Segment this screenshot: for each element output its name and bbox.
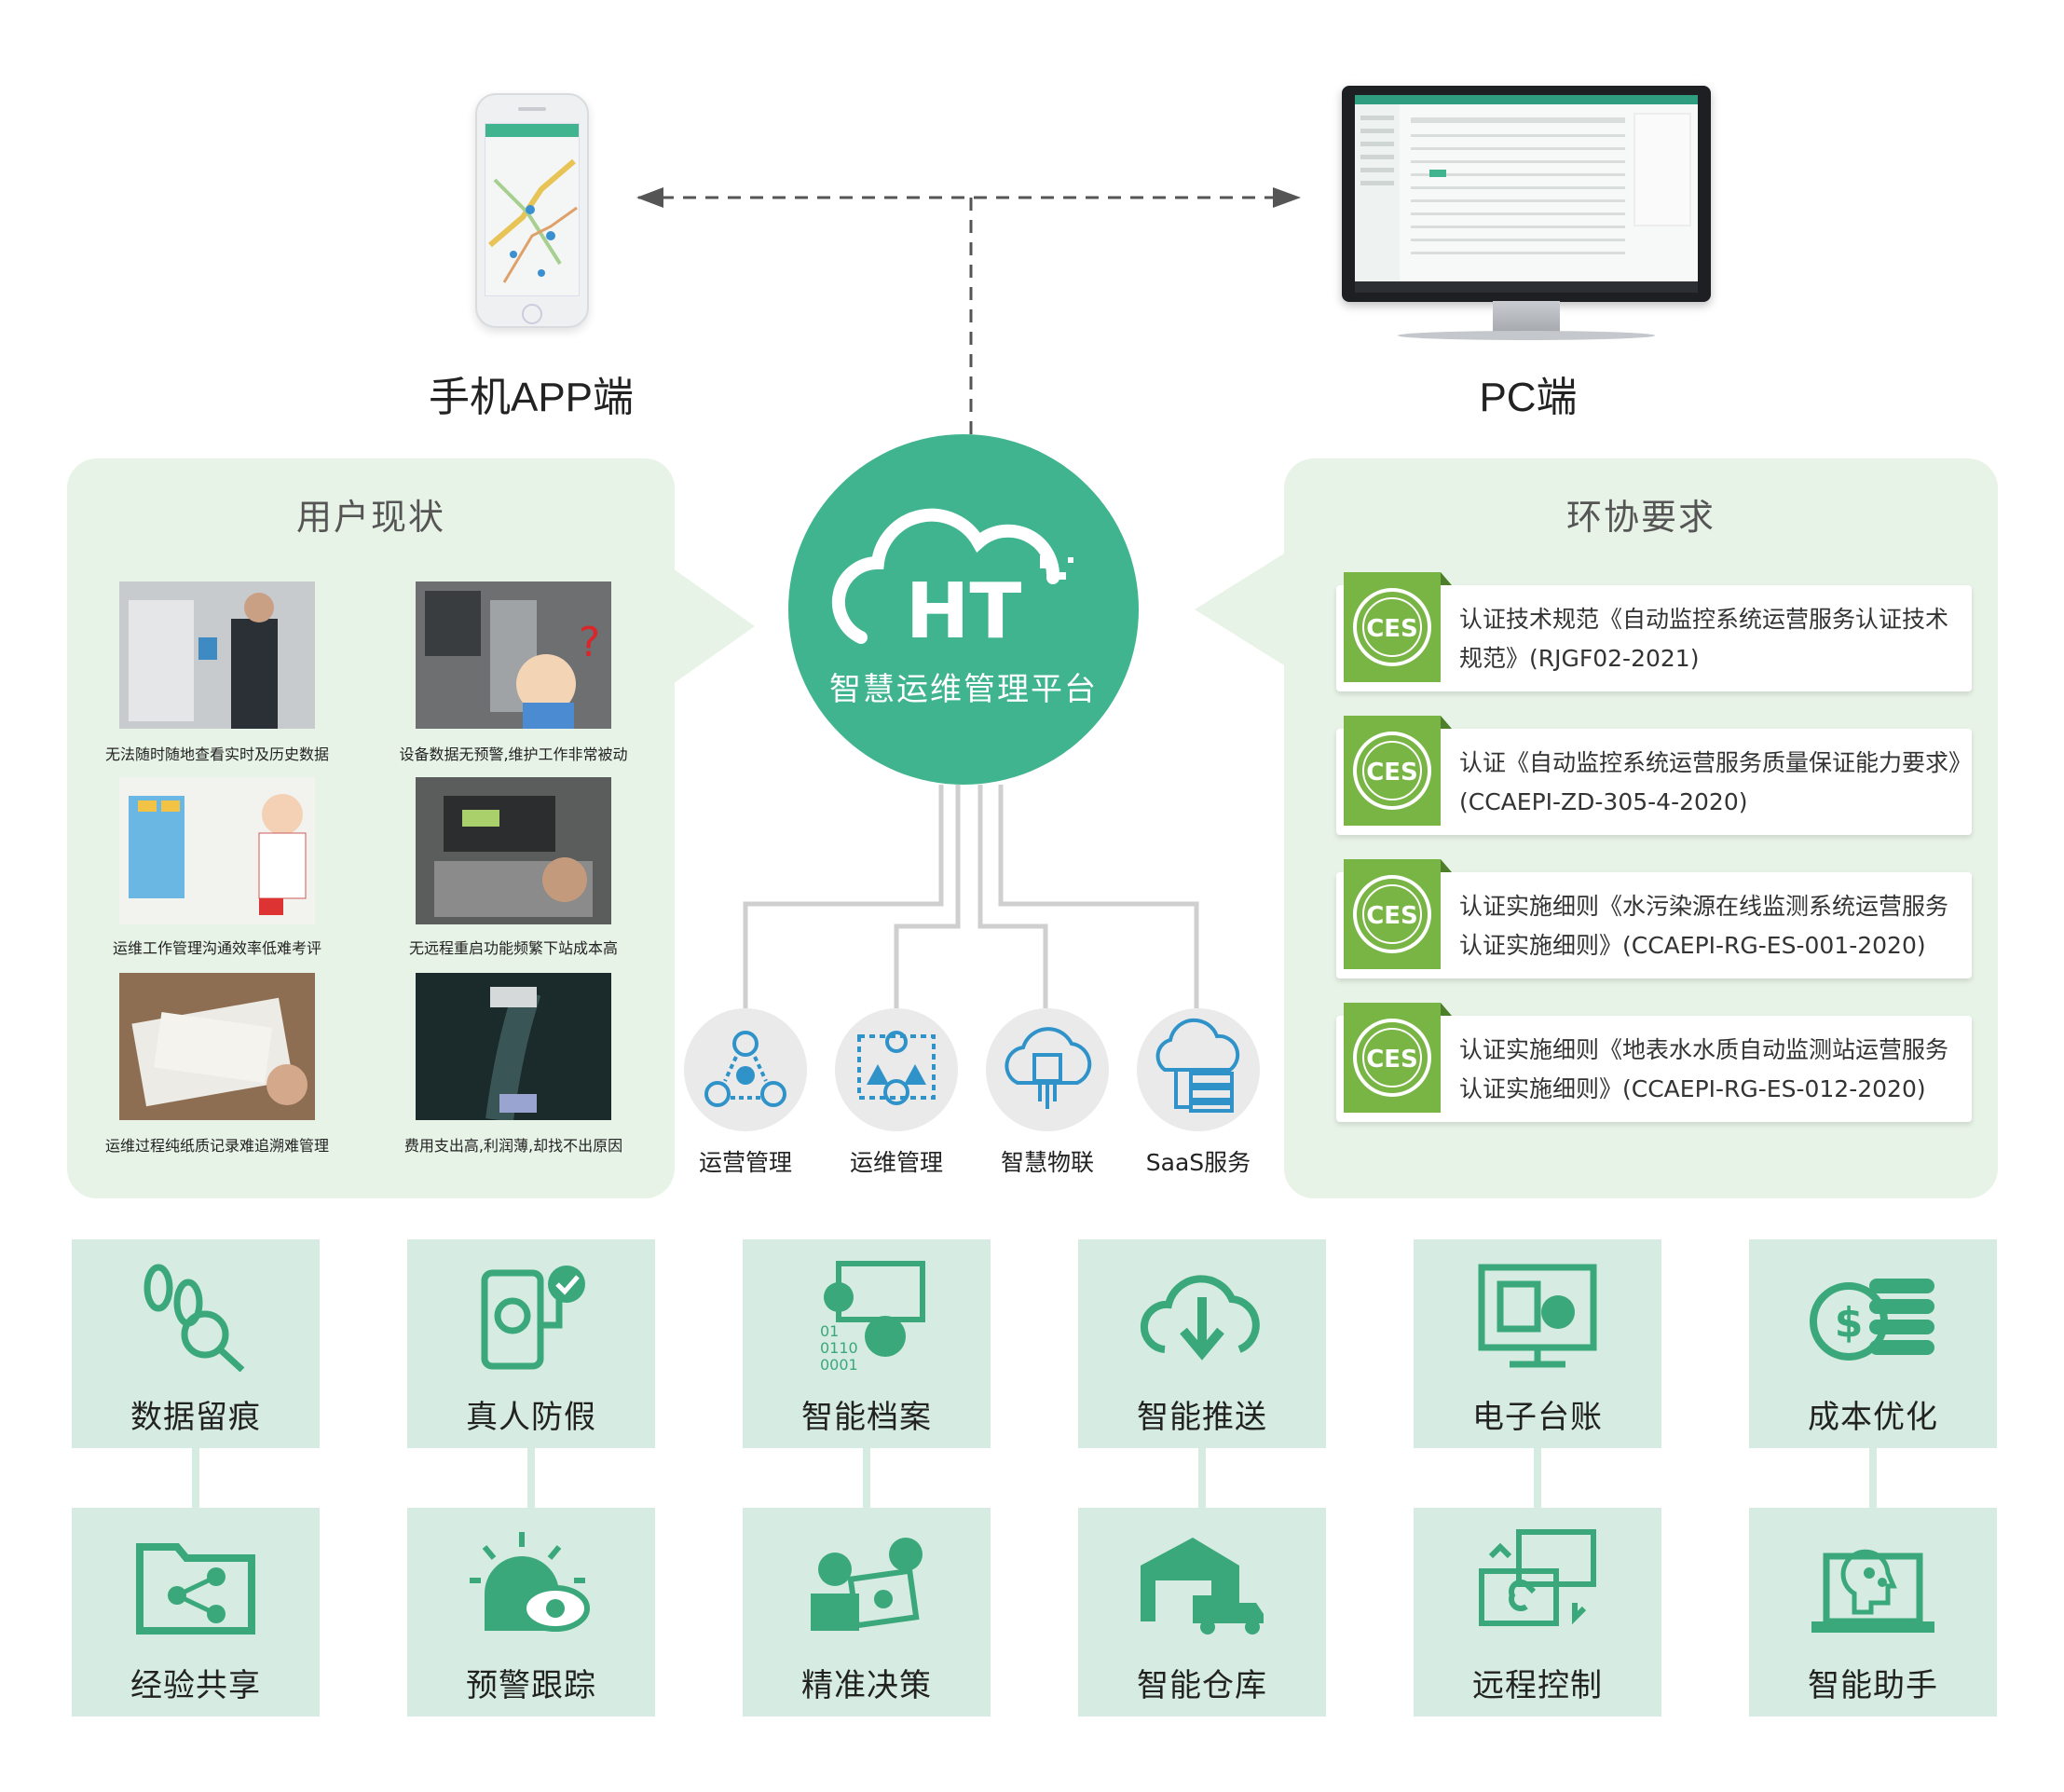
svg-text:CES: CES [1366, 759, 1418, 787]
feature-tile-smart-push: 智能推送 [1078, 1239, 1326, 1448]
svg-text:0001: 0001 [820, 1356, 858, 1372]
requirement-text-2: 认证《自动监控系统运营服务质量保证能力要求》(CCAEPI-ZD-305-4-2… [1459, 749, 1961, 815]
footprint-search-icon [144, 1264, 245, 1372]
feature-tile-experience-share: 经验共享 [72, 1508, 320, 1717]
feature-tile-anti-fraud: 真人防假 [407, 1239, 655, 1448]
feature-label: 经验共享 [130, 1667, 261, 1704]
engineer-gear-icon [811, 1538, 923, 1631]
feature-tile-data-trace: 数据留痕 [72, 1239, 320, 1448]
status-photo-1 [119, 581, 315, 729]
status-caption-6: 费用支出高,利润薄,却找不出原因 [403, 1137, 623, 1155]
mobile-label: 手机APP端 [428, 375, 635, 420]
feature-label: 电子台账 [1472, 1399, 1603, 1436]
feature-label: 智能仓库 [1137, 1667, 1267, 1704]
tile-connector [1869, 1448, 1877, 1508]
ai-head-laptop-icon [1811, 1549, 1934, 1633]
status-caption-5: 运维过程纯纸质记录难追溯难管理 [104, 1137, 329, 1155]
ces-badge-icon: CES [1344, 1003, 1452, 1113]
requirement-text-1: 认证技术规范《自动监控系统运营服务认证技术规范》(RJGF02-2021) [1459, 606, 1949, 672]
remote-link-icon [1479, 1529, 1596, 1626]
requirement-card-4: CES 认证实施细则《地表水水质自动监测站运营服务认证实施细则》(CCAEPI-… [1336, 1003, 1972, 1122]
feature-label: 成本优化 [1808, 1399, 1938, 1436]
service-connectors [743, 785, 1199, 1008]
ces-badge-icon: CES [1344, 716, 1452, 826]
svg-text:0110: 0110 [820, 1339, 858, 1357]
folder-share-icon [136, 1543, 255, 1635]
service-operations-icon [684, 1008, 807, 1131]
alarm-eye-icon [470, 1532, 590, 1632]
tile-connector [1534, 1448, 1541, 1508]
status-photo-3 [119, 777, 315, 924]
feature-label: 智能助手 [1808, 1667, 1938, 1704]
ht-cloud-logo-icon: HT [831, 508, 1073, 656]
feature-label: 智能档案 [801, 1399, 932, 1436]
svg-text:$: $ [1835, 1299, 1864, 1347]
requirement-card-3: CES 认证实施细则《水污染源在线监测系统运营服务认证实施细则》(CCAEPI-… [1336, 859, 1972, 978]
service-label-3: 智慧物联 [1000, 1149, 1094, 1176]
status-caption-4: 无远程重启功能频繁下站成本高 [408, 939, 618, 957]
user-status-title: 用户现状 [295, 497, 445, 538]
service-iot-icon [986, 1008, 1109, 1131]
requirement-card-2: CES 认证《自动监控系统运营服务质量保证能力要求》(CCAEPI-ZD-305… [1336, 716, 1972, 835]
ces-badge-icon: CES [1344, 859, 1452, 969]
tile-connector [1198, 1448, 1206, 1508]
status-caption-1: 无法随时随地查看实时及历史数据 [104, 746, 329, 763]
env-requirements-title: 环协要求 [1565, 497, 1715, 538]
feature-tile-remote-control: 远程控制 [1414, 1508, 1661, 1717]
ces-badge-icon: CES [1344, 572, 1452, 682]
platform-hub: HT [788, 434, 1139, 785]
feature-label: 远程控制 [1472, 1667, 1603, 1704]
feature-tile-alert-tracking: 预警跟踪 [407, 1508, 655, 1717]
mobile-device-image [475, 93, 589, 328]
svg-text:CES: CES [1366, 902, 1418, 930]
service-saas-icon [1137, 1008, 1260, 1131]
requirement-text-3: 认证实施细则《水污染源在线监测系统运营服务认证实施细则》(CCAEPI-RG-E… [1459, 893, 1949, 959]
status-photo-2: ? [416, 581, 611, 729]
service-label-4: SaaS服务 [1145, 1149, 1251, 1176]
panel-pointer-right [1195, 554, 1284, 665]
face-verify-icon [481, 1265, 585, 1370]
status-photo-4 [416, 777, 611, 924]
ledger-monitor-icon [1478, 1264, 1597, 1368]
monitor-stand [1493, 301, 1560, 333]
device-connector [636, 187, 1301, 434]
service-maintenance-icon [835, 1008, 958, 1131]
service-label-1: 运营管理 [698, 1149, 792, 1176]
status-photo-6 [416, 973, 611, 1120]
panel-pointer-left [673, 568, 755, 684]
tile-connector [527, 1448, 535, 1508]
feature-tile-smart-warehouse: 智能仓库 [1078, 1508, 1326, 1717]
status-caption-2: 设备数据无预警,维护工作非常被动 [399, 746, 628, 763]
feature-tile-precise-decision: 精准决策 [743, 1508, 991, 1717]
status-photo-5 [119, 973, 315, 1120]
monitor-base [1398, 331, 1655, 340]
svg-text:HT: HT [906, 568, 1022, 656]
cloud-download-icon [1140, 1275, 1260, 1361]
feature-tile-smart-assistant: 智能助手 [1749, 1508, 1997, 1717]
feature-label: 精准决策 [801, 1667, 932, 1704]
tile-connector [863, 1448, 870, 1508]
requirement-text-4: 认证实施细则《地表水水质自动监测站运营服务认证实施细则》(CCAEPI-RG-E… [1459, 1036, 1949, 1102]
platform-hub-label: 智慧运维管理平台 [829, 671, 1098, 708]
service-label-2: 运维管理 [849, 1149, 943, 1176]
pc-label: PC端 [1479, 375, 1578, 420]
status-caption-3: 运维工作管理沟通效率低难考评 [112, 939, 321, 957]
warehouse-truck-icon [1141, 1538, 1264, 1635]
feature-label: 数据留痕 [130, 1399, 261, 1436]
feature-label: 预警跟踪 [466, 1667, 596, 1704]
pc-monitor-image [1342, 86, 1711, 302]
svg-text:01: 01 [820, 1322, 839, 1340]
tile-connector [192, 1448, 199, 1508]
feature-tile-e-ledger: 电子台账 [1414, 1239, 1661, 1448]
feature-tile-cost-optimize: $ 成本优化 [1749, 1239, 1997, 1448]
feature-label: 真人防假 [466, 1399, 596, 1436]
requirement-card-1: CES 认证技术规范《自动监控系统运营服务认证技术规范》(RJGF02-2021… [1336, 572, 1972, 691]
feature-label: 智能推送 [1137, 1399, 1267, 1436]
svg-text:?: ? [579, 619, 600, 666]
svg-text:CES: CES [1366, 1046, 1418, 1074]
dollar-coins-icon: $ [1810, 1279, 1934, 1361]
svg-text:CES: CES [1366, 615, 1418, 643]
